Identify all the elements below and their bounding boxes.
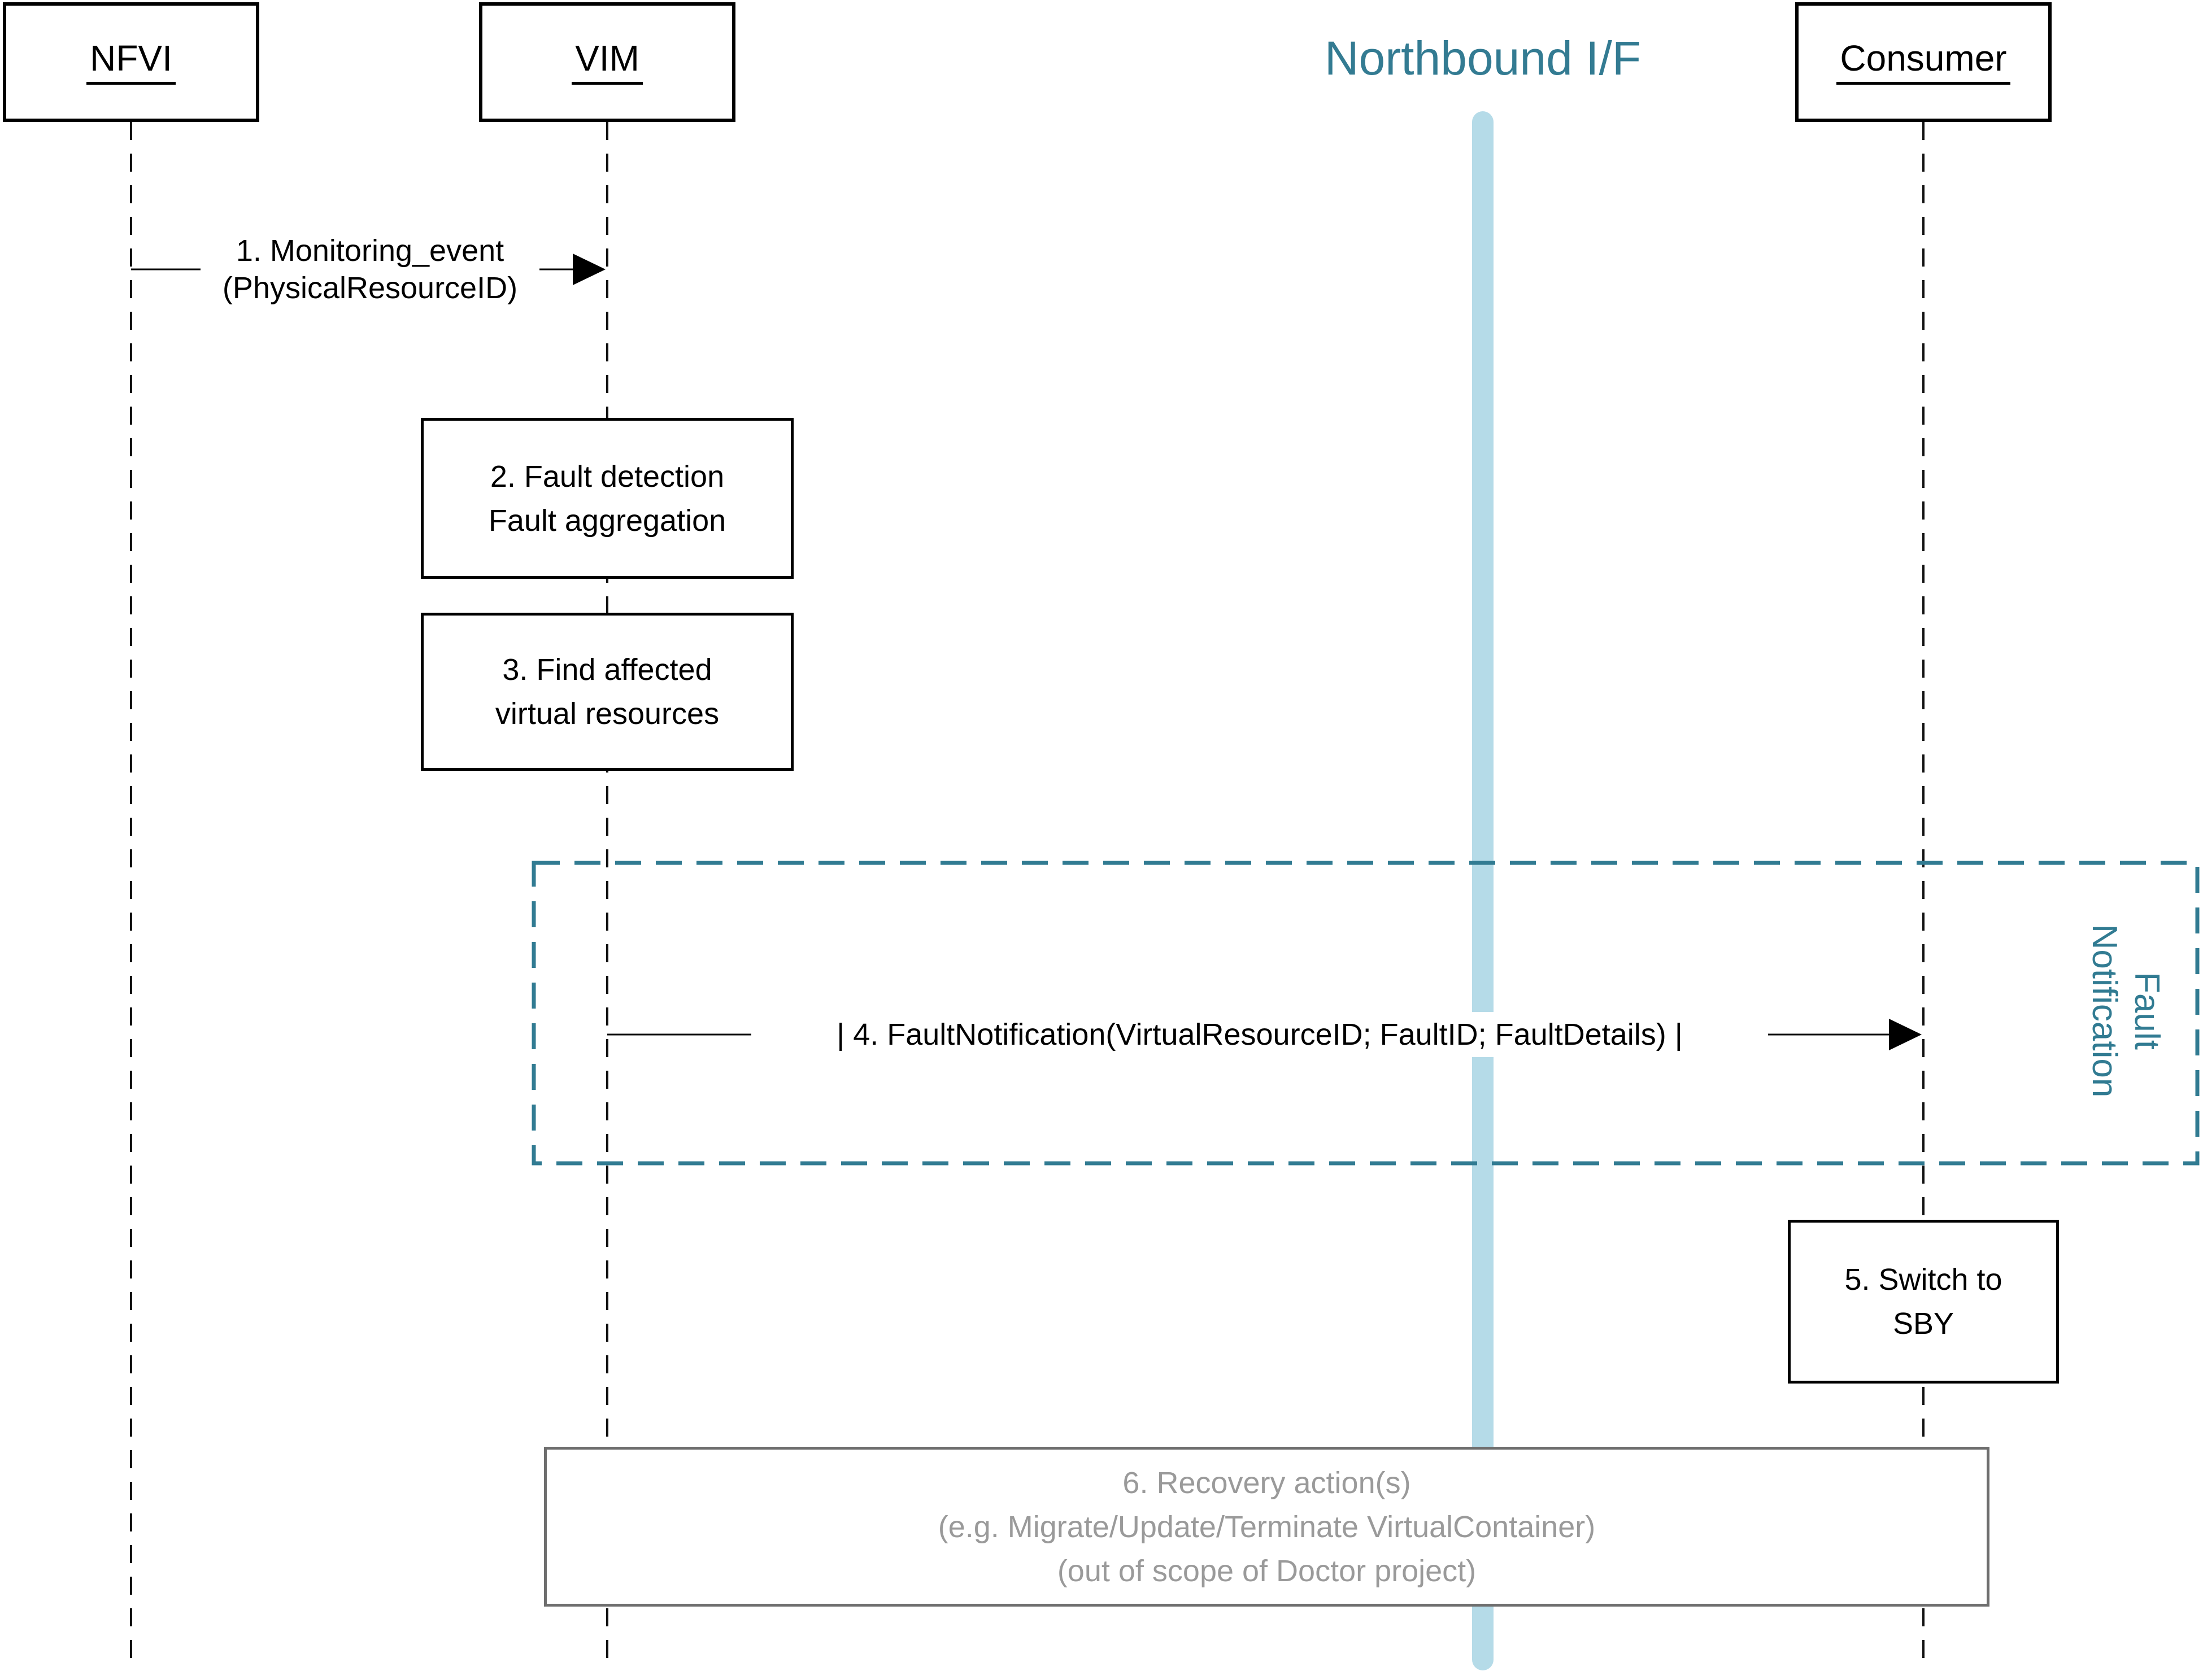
fault-notification-group-frame: [532, 861, 2200, 1166]
actor-box-vim: VIM: [479, 2, 735, 122]
activity-box-3: 3. Find affected virtual resources: [421, 613, 794, 771]
activity-6-line2: (e.g. Migrate/Update/Terminate VirtualCo…: [938, 1509, 1596, 1544]
message-1-label: 1. Monitoring_event (PhysicalResourceID): [201, 232, 539, 307]
group-label-line2: Notification: [2085, 924, 2124, 1098]
activity-2-line1: 2. Fault detection: [490, 459, 725, 494]
fault-notification-group-label: Fault Notification: [2083, 892, 2168, 1129]
activity-3-line1: 3. Find affected: [502, 653, 712, 687]
actor-label-vim: VIM: [572, 40, 643, 85]
actor-box-consumer: Consumer: [1795, 2, 2052, 122]
message-1-arrowhead: [573, 254, 606, 285]
northbound-lifeline: [1472, 111, 1494, 1670]
activity-5-line1: 5. Switch to: [1844, 1263, 2002, 1297]
northbound-title: Northbound I/F: [1324, 32, 1642, 85]
activity-6-line1: 6. Recovery action(s): [1122, 1465, 1411, 1500]
actor-label-nfvi: NFVI: [86, 40, 176, 85]
activity-6-line3: (out of scope of Doctor project): [1057, 1554, 1477, 1588]
activity-2-line2: Fault aggregation: [488, 503, 726, 538]
activity-box-2: 2. Fault detection Fault aggregation: [421, 418, 794, 579]
message-4-label: | 4. FaultNotification(VirtualResourceID…: [751, 1012, 1768, 1057]
activity-3-line2: virtual resources: [495, 697, 720, 731]
activity-box-6: 6. Recovery action(s) (e.g. Migrate/Upda…: [544, 1447, 1989, 1607]
actor-label-consumer: Consumer: [1836, 40, 2010, 85]
actor-box-nfvi: NFVI: [3, 2, 259, 122]
activity-box-5: 5. Switch to SBY: [1788, 1220, 2059, 1384]
group-label-line1: Fault: [2127, 972, 2166, 1050]
activity-5-line2: SBY: [1892, 1307, 1954, 1341]
message-1-line2: (PhysicalResourceID): [222, 271, 518, 305]
message-1-line1: 1. Monitoring_event: [236, 234, 504, 268]
message-4-arrowhead: [1889, 1019, 1922, 1050]
